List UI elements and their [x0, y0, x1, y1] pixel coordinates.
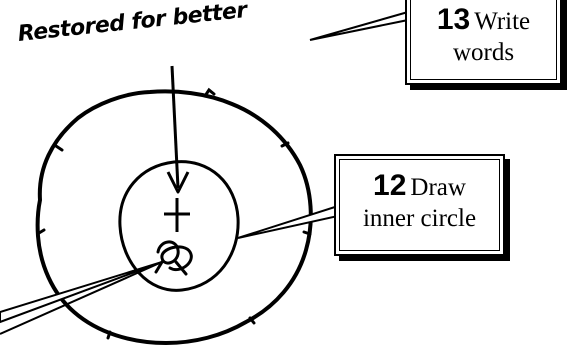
- scribble-mark: [156, 242, 191, 274]
- callout-step-12: 12 Draw inner circle: [334, 154, 505, 256]
- callout-13-pointer: [310, 12, 408, 40]
- callout-12-pointer: [238, 206, 338, 238]
- callout-11-pointer: [0, 262, 162, 322]
- arrow-shaft: [172, 66, 178, 188]
- callout-12-line2: inner circle: [363, 205, 476, 232]
- callout-13-line2: words: [453, 39, 514, 66]
- callout-12-number: 12: [373, 169, 406, 202]
- callout-11-pointer-extra: [0, 262, 162, 334]
- callout-step-13: 13 Write words: [405, 0, 562, 85]
- callout-13-number: 13: [437, 3, 470, 36]
- callout-13-line1: Write: [474, 8, 530, 35]
- callout-12-line1: Draw: [410, 174, 466, 201]
